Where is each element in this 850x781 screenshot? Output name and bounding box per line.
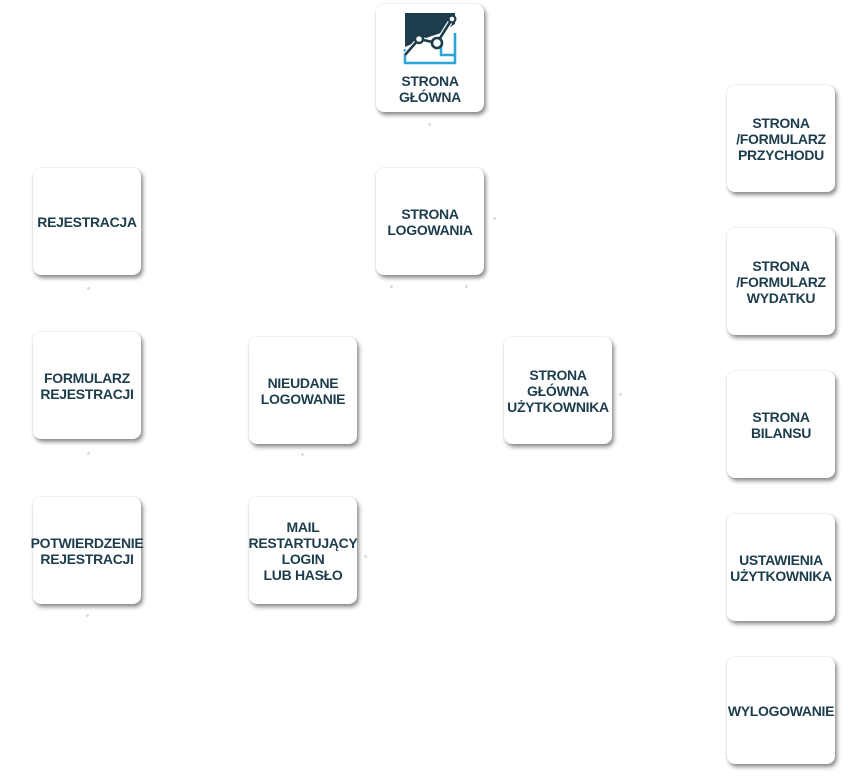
node-registration-form-label: FORMULARZ REJESTRACJI — [40, 369, 134, 402]
connector-dot — [619, 393, 622, 396]
node-registration-label: REJESTRACJA — [37, 213, 137, 230]
node-home-label: STRONA GŁÓWNA — [399, 73, 461, 105]
connector-dot — [87, 287, 90, 290]
node-reset-mail-label: MAIL RESTARTUJĄCY LOGIN LUB HASŁO — [248, 518, 358, 583]
node-income-form-label: STRONA /FORMULARZ PRZYCHODU — [736, 114, 826, 163]
node-registration-confirm-label: POTWIERDZENIE REJESTRACJI — [30, 534, 144, 567]
node-expense-form[interactable]: STRONA /FORMULARZ WYDATKU — [727, 228, 835, 335]
connector-dot — [86, 614, 89, 617]
node-logout-label: WYLOGOWANIE — [727, 702, 835, 719]
node-home[interactable]: STRONA GŁÓWNA — [376, 4, 484, 112]
connector-dot — [465, 285, 468, 288]
node-balance-label: STRONA BILANSU — [750, 408, 812, 441]
connector-dot — [493, 217, 496, 220]
connector-dot — [364, 555, 367, 558]
node-user-home-label: STRONA GŁÓWNA UŻYTKOWNIKA — [507, 366, 609, 415]
node-login[interactable]: STRONA LOGOWANIA — [376, 168, 484, 275]
node-login-label: STRONA LOGOWANIA — [387, 205, 473, 238]
node-failed-login[interactable]: NIEUDANE LOGOWANIE — [249, 337, 357, 444]
node-income-form[interactable]: STRONA /FORMULARZ PRZYCHODU — [727, 85, 835, 192]
connector-dot — [301, 453, 304, 456]
connector-dot — [87, 452, 90, 455]
node-reset-mail[interactable]: MAIL RESTARTUJĄCY LOGIN LUB HASŁO — [248, 497, 358, 604]
node-registration-form[interactable]: FORMULARZ REJESTRACJI — [33, 332, 141, 439]
node-logout[interactable]: WYLOGOWANIE — [727, 657, 835, 764]
node-failed-login-label: NIEUDANE LOGOWANIE — [260, 374, 346, 407]
node-balance[interactable]: STRONA BILANSU — [727, 371, 835, 478]
node-expense-form-label: STRONA /FORMULARZ WYDATKU — [736, 257, 826, 306]
node-user-settings-label: USTAWIENIA UŻYTKOWNIKA — [730, 551, 832, 584]
node-registration-confirm[interactable]: POTWIERDZENIE REJESTRACJI — [30, 497, 144, 604]
node-user-home[interactable]: STRONA GŁÓWNA UŻYTKOWNIKA — [504, 337, 612, 444]
node-registration[interactable]: REJESTRACJA — [33, 168, 141, 275]
node-user-settings[interactable]: USTAWIENIA UŻYTKOWNIKA — [727, 514, 835, 621]
connector-dot — [428, 123, 431, 126]
line-chart-icon — [403, 13, 457, 65]
connector-dot — [390, 285, 393, 288]
